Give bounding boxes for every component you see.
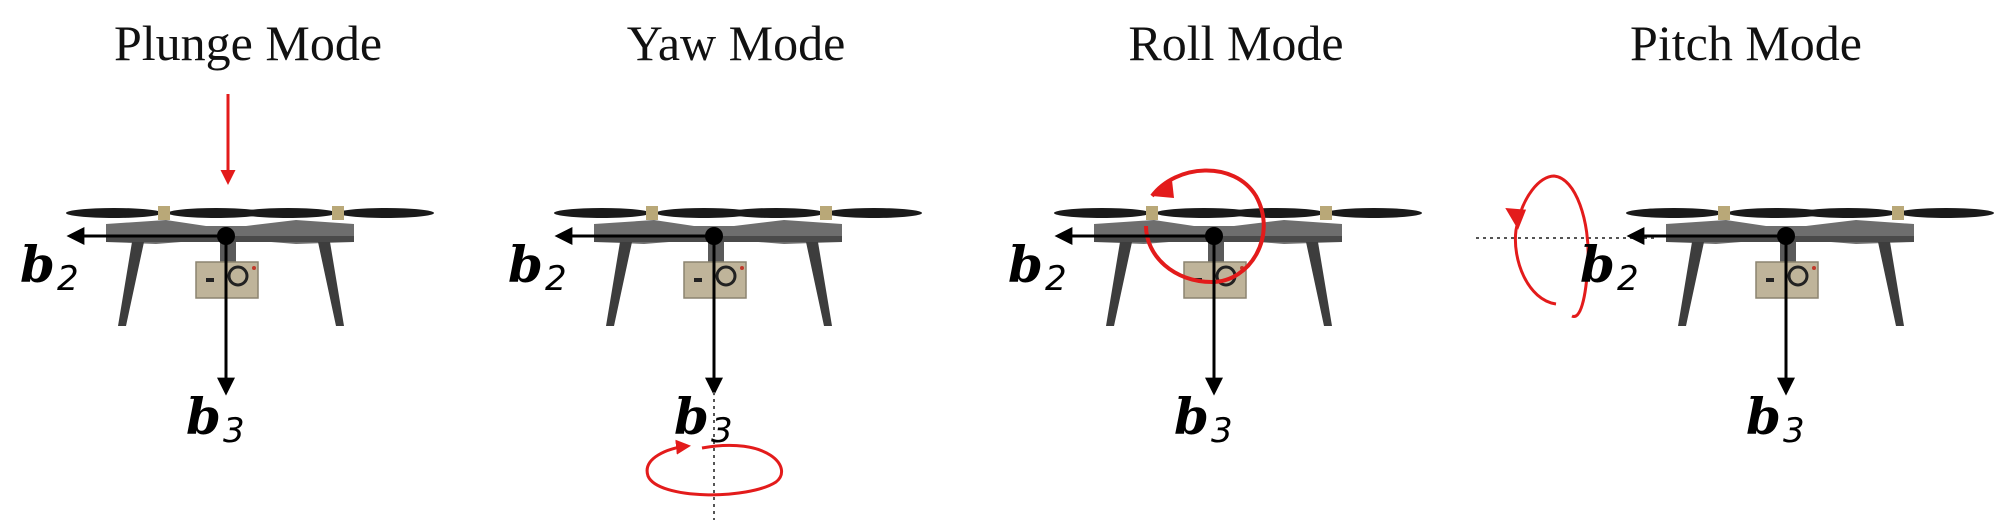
panel-title: Yaw Mode xyxy=(626,15,846,71)
b2-label: b2 xyxy=(1580,235,1639,299)
yaw-diagram xyxy=(552,204,924,520)
drone-icon xyxy=(1624,204,1996,328)
pitch-rotation-icon xyxy=(1513,174,1590,318)
center-of-mass xyxy=(217,227,235,245)
roll-rotation-icon xyxy=(1144,168,1266,285)
plunge-diagram xyxy=(64,94,436,396)
panel-plunge-mode: Plunge Mode b2 b3 xyxy=(0,0,500,532)
panel-title: Pitch Mode xyxy=(1630,15,1862,71)
b2-label: b2 xyxy=(508,235,567,299)
center-of-mass xyxy=(1205,227,1223,245)
b2-label: b2 xyxy=(20,235,79,299)
drone-icon xyxy=(552,204,924,328)
drone-icon xyxy=(64,204,436,328)
b3-label: b3 xyxy=(1174,387,1233,451)
panel-roll-mode: Roll Mode b2 b3 xyxy=(988,0,1488,532)
b3-label: b3 xyxy=(674,387,733,451)
drone-icon xyxy=(1052,204,1424,328)
b3-label: b3 xyxy=(1746,387,1805,451)
pitch-diagram xyxy=(1476,174,1996,396)
center-of-mass xyxy=(705,227,723,245)
panel-yaw-mode: Yaw Mode b2 b3 xyxy=(488,0,988,532)
b2-label: b2 xyxy=(1008,235,1067,299)
center-of-mass xyxy=(1777,227,1795,245)
panel-pitch-mode: Pitch Mode b2 b3 xyxy=(1476,0,1996,532)
panel-title: Roll Mode xyxy=(1128,15,1344,71)
panel-title: Plunge Mode xyxy=(113,15,383,71)
yaw-rotation-icon xyxy=(645,439,783,497)
b3-label: b3 xyxy=(186,387,245,451)
roll-diagram xyxy=(1052,168,1424,396)
